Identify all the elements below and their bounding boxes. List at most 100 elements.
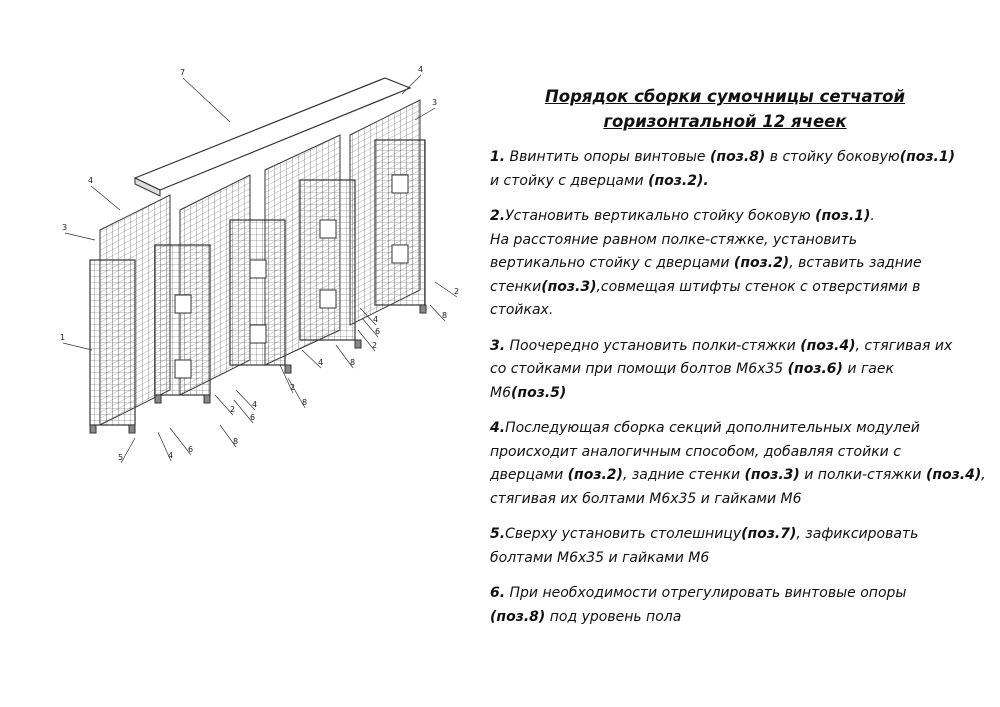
step-text: . [870, 208, 875, 224]
step-text: стойках. [490, 302, 554, 318]
step-text: и гаек [842, 361, 894, 377]
step-line: стойках. [490, 299, 970, 323]
step-line: и стойку с дверцами (поз.2). [490, 170, 970, 194]
step-line: 3. Поочередно установить полки-стяжки (п… [490, 335, 970, 359]
instruction-step: 5.Сверху установить столешницу(поз.7), з… [490, 523, 970, 570]
callout-leader [62, 342, 93, 351]
step-text: со стойками при помощи болтов М6х35 [490, 361, 788, 377]
step-line: 2.Установить вертикально стойку боковую … [490, 205, 970, 229]
position-reference: (поз.8) [490, 608, 546, 625]
callout-leader [429, 304, 446, 322]
step-line: стягивая их болтами М6х35 и гайками М6 [490, 488, 970, 512]
callout-label: 8 [350, 358, 355, 367]
callout-label: 6 [375, 327, 380, 336]
title-line-1: Порядок сборки сумочницы сетчатой [544, 87, 906, 106]
callout-label: 2 [454, 287, 459, 296]
callout-leader [335, 344, 354, 369]
callout-label: 8 [233, 437, 238, 446]
callout-label: 6 [188, 445, 193, 454]
instruction-step: 6. При необходимости отрегулировать винт… [490, 582, 970, 629]
position-reference: 2. [490, 208, 506, 224]
callout-leader [359, 307, 377, 326]
position-reference: (поз.7) [741, 526, 797, 542]
callout-label: 4 [418, 65, 423, 74]
position-reference: (поз.2) [567, 467, 623, 483]
callout-label: 2 [372, 341, 377, 350]
callout-label: 5 [118, 453, 123, 462]
step-line: болтами М6х35 и гайками М6 [490, 547, 970, 571]
callout-leader [434, 281, 458, 298]
step-text: и полки-стяжки [799, 467, 926, 483]
position-reference: (поз.3) [541, 278, 597, 295]
step-text: , вставить задние [789, 255, 922, 271]
callout-leader [414, 107, 436, 121]
callout-label: 3 [432, 98, 437, 107]
step-line: вертикально стойку с дверцами (поз.2), в… [490, 252, 970, 276]
step-text: стенки [490, 278, 542, 295]
step-line: происходит аналогичным способом, добавля… [490, 441, 970, 465]
step-text: происходит аналогичным способом, добавля… [490, 443, 901, 460]
step-text: Поочередно установить полки-стяжки [505, 337, 801, 354]
callout-leader [214, 394, 234, 416]
callout-label: 8 [442, 311, 447, 320]
step-text: М6 [490, 384, 511, 401]
step-text: , стягивая их [855, 337, 953, 354]
callout-label: 4 [88, 176, 93, 185]
instruction-step: 1. Ввинтить опоры винтовые (поз.8) в сто… [490, 146, 970, 193]
callout-leader [301, 349, 322, 369]
step-text: болтами М6х35 и гайками М6 [490, 549, 710, 566]
step-text: , [981, 467, 986, 483]
position-reference: (поз.1) [899, 149, 955, 165]
step-text: в стойку боковую [765, 149, 900, 165]
position-reference: (поз.2) [733, 255, 790, 271]
position-reference: (поз.5) [511, 384, 567, 401]
callout-leader [233, 399, 254, 424]
step-line: 6. При необходимости отрегулировать винт… [490, 582, 970, 606]
step-text: , зафиксировать [796, 526, 919, 542]
step-line: со стойками при помощи болтов М6х35 (поз… [490, 358, 970, 382]
callout-leader [287, 377, 306, 409]
callout-label: 2 [230, 405, 235, 414]
position-reference: (поз.2). [648, 172, 709, 189]
callout-label: 4 [252, 400, 257, 409]
callout-label: 6 [250, 413, 255, 422]
position-reference: (поз.3) [744, 467, 800, 483]
callout-leader [219, 424, 237, 448]
instruction-step: 2.Установить вертикально стойку боковую … [490, 205, 970, 323]
callout-leader [120, 437, 136, 464]
step-text: под уровень пола [545, 608, 682, 625]
step-text: и стойку с дверцами [490, 172, 649, 189]
step-line: (поз.8) под уровень пола [490, 606, 970, 630]
step-text: Ввинтить опоры винтовые [505, 149, 710, 165]
step-text: ,совмещая штифты стенок с отверстиями в [596, 278, 921, 295]
position-reference: (поз.6) [787, 361, 843, 377]
step-line: М6(поз.5) [490, 382, 970, 406]
step-text: , задние стенки [622, 467, 745, 483]
step-line: 5.Сверху установить столешницу(поз.7), з… [490, 523, 970, 547]
step-line: дверцами (поз.2), задние стенки (поз.3) … [490, 464, 986, 488]
callout-label: 4 [168, 451, 173, 460]
step-text: При необходимости отрегулировать винтовы… [505, 585, 907, 601]
position-reference: 5. [490, 526, 506, 542]
position-reference: 6. [490, 585, 506, 601]
step-text: дверцами [490, 467, 568, 483]
callout-leader [157, 431, 172, 462]
step-text: Установить вертикально стойку боковую [505, 208, 816, 224]
callout-leader [361, 317, 379, 338]
step-line: На расстояние равном полке-стяжке, устан… [490, 229, 970, 253]
instruction-step: 3. Поочередно установить полки-стяжки (п… [490, 335, 970, 406]
step-text: Последующая сборка секций дополнительных… [505, 420, 920, 436]
callout-leader [401, 74, 422, 95]
position-reference: (поз.4) [925, 467, 982, 483]
instruction-step: 4.Последующая сборка секций дополнительн… [490, 417, 986, 512]
callout-leader [90, 185, 121, 211]
document-title: Порядок сборки сумочницы сетчатой горизо… [540, 84, 910, 134]
position-reference: 3. [490, 337, 506, 354]
callout-leader [279, 364, 294, 394]
callout-label: 1 [60, 333, 65, 342]
callout-label: 4 [318, 358, 323, 367]
position-reference: 1. [490, 149, 506, 165]
step-line: 1. Ввинтить опоры винтовые (поз.8) в сто… [490, 146, 970, 170]
